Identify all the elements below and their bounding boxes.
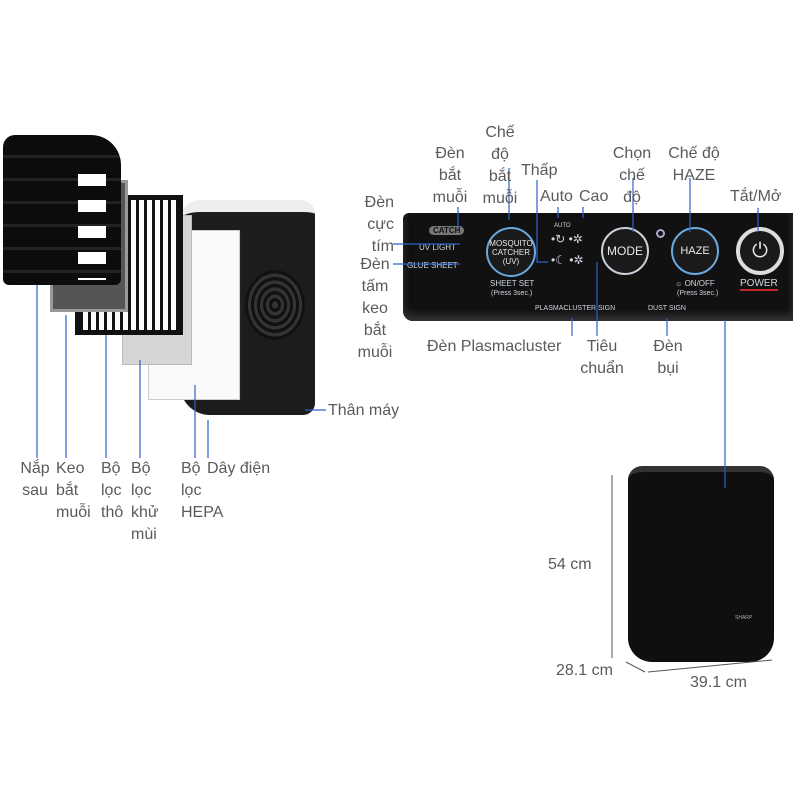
- label-mosquito-mode: Chế độ bắt muỗi: [482, 124, 518, 207]
- control-panel: CATCH UV LIGHT GLUE SHEET SHEET SET (Pre…: [403, 213, 793, 321]
- mosquito-catcher-button[interactable]: MOSQUITO CATCHER (UV): [486, 227, 536, 277]
- label-catch-light: Đèn bắt muỗi: [432, 145, 468, 206]
- glue-sheet-indicator: GLUE SHEET: [407, 261, 458, 270]
- label-high: Cao: [579, 188, 609, 205]
- label-dust: Đèn bụi: [653, 338, 683, 377]
- label-auto: Auto: [540, 188, 573, 205]
- auto-indicator: AUTO: [554, 223, 571, 229]
- label-glue-sheet-light: Đèn tấm keo bắt muỗi: [357, 256, 393, 361]
- label-coarse-filter: Bộ lọc thô: [101, 460, 124, 521]
- fan-low-high-icon: •☾ •✲: [551, 253, 584, 267]
- catch-indicator: CATCH: [429, 226, 465, 235]
- air-purifier-front: [628, 466, 774, 662]
- dimension-depth: 28.1 cm: [556, 662, 613, 679]
- fan-grille: [245, 270, 305, 340]
- power-label: POWER: [740, 278, 778, 291]
- label-power-cord-text: Dây điện: [207, 460, 271, 477]
- label-plasmacluster: Đèn Plasmacluster: [427, 338, 562, 355]
- label-mosquito-glue: Keo bắt muỗi: [56, 460, 91, 521]
- light-onoff-label: ☼ ON/OFF: [675, 279, 715, 288]
- label-standard: Tiêu chuẩn: [580, 338, 624, 377]
- uv-light-indicator: UV LIGHT: [419, 243, 456, 252]
- sun-icon: ☼: [675, 279, 685, 288]
- label-mode-select: Chọn chế độ: [612, 145, 652, 206]
- dimension-height: 54 cm: [548, 556, 592, 573]
- label-deodorizing-filter: Bộ lọc khử mùi: [131, 460, 159, 543]
- press-label: (Press 3sec.): [491, 290, 533, 297]
- dimension-width: 39.1 cm: [690, 674, 747, 691]
- label-body: Thân máy: [328, 402, 400, 419]
- press-label-haze: (Press 3sec.): [677, 290, 719, 297]
- label-haze-mode: Chế độ HAZE: [668, 145, 720, 184]
- brand-logo: SHARP: [735, 615, 753, 621]
- mode-button[interactable]: MODE: [601, 227, 649, 275]
- dust-sign: DUST SIGN: [648, 305, 686, 312]
- label-back-cover: Nắp sau: [20, 460, 50, 499]
- power-button[interactable]: ⏻: [736, 227, 784, 275]
- haze-indicator-icon: [656, 229, 665, 238]
- back-cover-slots: [78, 165, 106, 280]
- plasmacluster-sign: PLASMACLUSTER SIGN: [535, 305, 616, 312]
- label-power-cord: Dây điện: [207, 458, 287, 480]
- sheet-set-label: SHEET SET: [490, 279, 535, 288]
- label-power: Tắt/Mở: [730, 188, 782, 205]
- power-icon: ⏻: [752, 239, 768, 262]
- label-low: Thấp: [521, 162, 558, 179]
- label-uv-light: Đèn cực tím: [364, 194, 394, 255]
- label-hepa-filter: Bộ lọc HEPA: [181, 460, 224, 521]
- fan-auto-icon: •↻ •✲: [551, 232, 583, 246]
- haze-button[interactable]: HAZE: [671, 227, 719, 275]
